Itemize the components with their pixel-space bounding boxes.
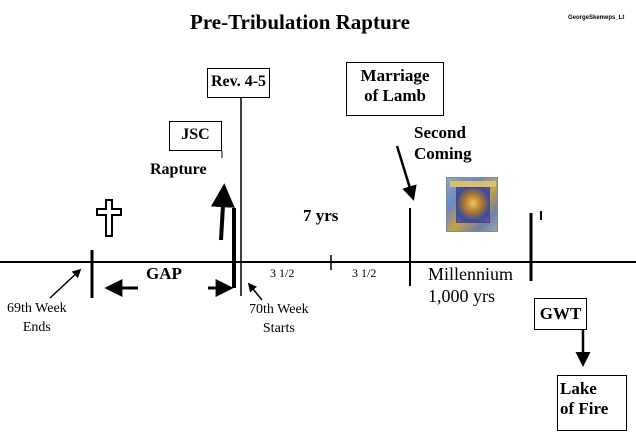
rapture-arrow <box>210 183 235 241</box>
gap-label: GAP <box>146 264 182 283</box>
lake-of-fire-box: Lake of Fire <box>557 375 627 431</box>
second-half-label: 3 1/2 <box>352 266 377 280</box>
week70-line1: 70th Week <box>249 302 309 317</box>
week69-line1: 69th Week <box>7 301 67 316</box>
week69-pointer <box>49 268 82 299</box>
second-coming-artwork <box>446 177 498 232</box>
gwt-label: GWT <box>539 304 582 323</box>
credit-mark: GeorgeSkemeps_Lt <box>568 15 625 21</box>
marriage-label-line2: of Lamb <box>364 85 426 105</box>
week69-line2: Ends <box>22 319 51 335</box>
rev-box: Rev. 4-5 <box>207 68 270 98</box>
thousand-years-label: 1,000 yrs <box>428 286 495 306</box>
week70-pointer <box>247 282 263 301</box>
second-coming-line1: Second <box>414 123 466 142</box>
first-half-label: 3 1/2 <box>270 266 295 280</box>
cross-icon <box>96 199 122 237</box>
second-coming-arrow <box>395 145 417 201</box>
jsc-box: JSC <box>169 121 222 151</box>
page-title: Pre-Tribulation Rapture <box>190 10 410 34</box>
millennium-label: Millennium <box>428 264 513 284</box>
marriage-label-line1: Marriage <box>360 66 430 85</box>
gwt-box: GWT <box>534 298 587 330</box>
week70-line2: Starts <box>262 320 295 336</box>
second-coming-label: Second Coming <box>414 122 472 165</box>
week69-label: 69th Week Ends <box>7 300 67 338</box>
second-coming-line2: Coming <box>414 144 472 164</box>
lake-label-line1: Lake <box>560 379 597 398</box>
rapture-label: Rapture <box>150 161 207 178</box>
artwork-center <box>456 187 490 223</box>
jsc-label: JSC <box>181 126 210 143</box>
week70-label: 70th Week Starts <box>249 301 309 339</box>
rev-label: Rev. 4-5 <box>210 73 267 90</box>
artwork-band <box>450 181 496 187</box>
marriage-box: Marriage of Lamb <box>346 62 444 116</box>
lake-label-line2: of Fire <box>560 398 609 418</box>
seven-years-label: 7 yrs <box>303 206 339 225</box>
